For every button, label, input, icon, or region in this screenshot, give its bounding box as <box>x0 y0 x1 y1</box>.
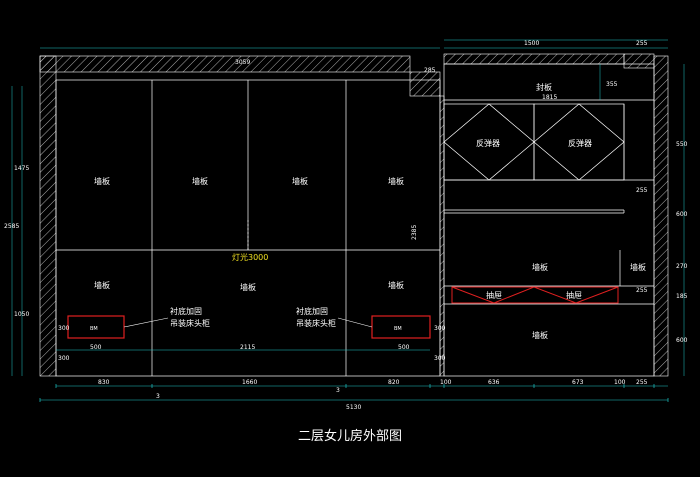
dim-1500: 1500 <box>524 40 539 47</box>
dim-673: 673 <box>572 379 584 386</box>
dim-2385: 2385 <box>411 225 418 240</box>
dim-1475: 1475 <box>14 165 29 172</box>
dim-636: 636 <box>488 379 500 386</box>
dim-285: 285 <box>424 67 436 74</box>
bed-note-right-2: 吊装床头柜 <box>296 318 336 328</box>
dim-600-top: 600 <box>676 211 688 218</box>
dim-500-left: 500 <box>90 344 102 351</box>
dimension-texts: 3059 285 1500 255 1815 355 550 255 600 2… <box>4 40 688 411</box>
wall-panel-label-6: 墙板 <box>240 282 256 292</box>
wall-panel-label-3: 墙板 <box>292 176 308 186</box>
dim-300-left: 300 <box>58 325 70 332</box>
bedside-boxes <box>67 315 431 339</box>
dim-3-right: 3 <box>336 387 340 394</box>
wall-panel-label-9: 墙板 <box>630 262 646 272</box>
dim-820: 820 <box>388 379 400 386</box>
wall-panel-label-7: 墙板 <box>388 280 404 290</box>
small-box-label-left: BM <box>90 326 98 332</box>
wall-panel-label-5: 墙板 <box>94 280 110 290</box>
wall-panel-label-1: 墙板 <box>94 176 110 186</box>
dimension-lines <box>11 39 685 401</box>
dim-255-bottom: 255 <box>636 379 648 386</box>
cover-panel-label: 封板 <box>536 82 552 92</box>
drawer-fronts <box>451 286 619 304</box>
bed-note-left-2: 吊装床头柜 <box>170 318 210 328</box>
dim-255-mid: 255 <box>636 187 648 194</box>
dim-100-left: 100 <box>440 379 452 386</box>
dim-300-right: 300 <box>434 325 446 332</box>
dim-1050: 1050 <box>14 311 29 318</box>
dim-1815: 1815 <box>542 94 557 101</box>
reflector-label-1: 反弹器 <box>476 138 500 148</box>
bed-note-left-1: 衬底加固 <box>170 306 202 316</box>
dim-100-right: 100 <box>614 379 626 386</box>
drawer-label-1: 抽屉 <box>486 290 502 300</box>
dim-300-left-low: 300 <box>58 355 70 362</box>
dimension-ticks <box>39 384 669 402</box>
wall-panel-label-2: 墙板 <box>192 176 208 186</box>
dim-500-right: 500 <box>398 344 410 351</box>
dim-185: 185 <box>676 293 688 300</box>
dim-3-left: 3 <box>156 393 160 400</box>
wall-panel-label-10: 墙板 <box>532 330 548 340</box>
dim-1660: 1660 <box>242 379 257 386</box>
dim-300-right-low: 300 <box>434 355 446 362</box>
dim-3059: 3059 <box>235 59 250 66</box>
wall-panel-label-4: 墙板 <box>388 176 404 186</box>
light-label: 灯光3000 <box>232 252 268 262</box>
dim-2115: 2115 <box>240 344 255 351</box>
panel-labels: 墙板 墙板 墙板 墙板 墙板 墙板 墙板 灯光3000 衬底加固 吊装床头柜 衬… <box>90 82 646 340</box>
dim-600-bottom: 600 <box>676 337 688 344</box>
bed-note-right-1: 衬底加固 <box>296 306 328 316</box>
wall-hatching <box>39 53 669 377</box>
dim-255-top: 255 <box>636 40 648 47</box>
dim-270: 270 <box>676 263 688 270</box>
small-box-label-right: BM <box>394 326 402 332</box>
drawing-title: 二层女儿房外部图 <box>297 429 402 444</box>
dim-2585: 2585 <box>4 223 19 230</box>
wall-panel-label-8: 墙板 <box>532 262 548 272</box>
right-section <box>443 63 655 377</box>
dim-830: 830 <box>98 379 110 386</box>
dim-255-low: 255 <box>636 287 648 294</box>
drawer-label-2: 抽屉 <box>566 290 582 300</box>
left-wall-panels <box>55 79 441 377</box>
dim-355: 355 <box>606 81 618 88</box>
dim-5130: 5130 <box>346 404 361 411</box>
dim-550: 550 <box>676 141 688 148</box>
reflector-label-2: 反弹器 <box>568 138 592 148</box>
